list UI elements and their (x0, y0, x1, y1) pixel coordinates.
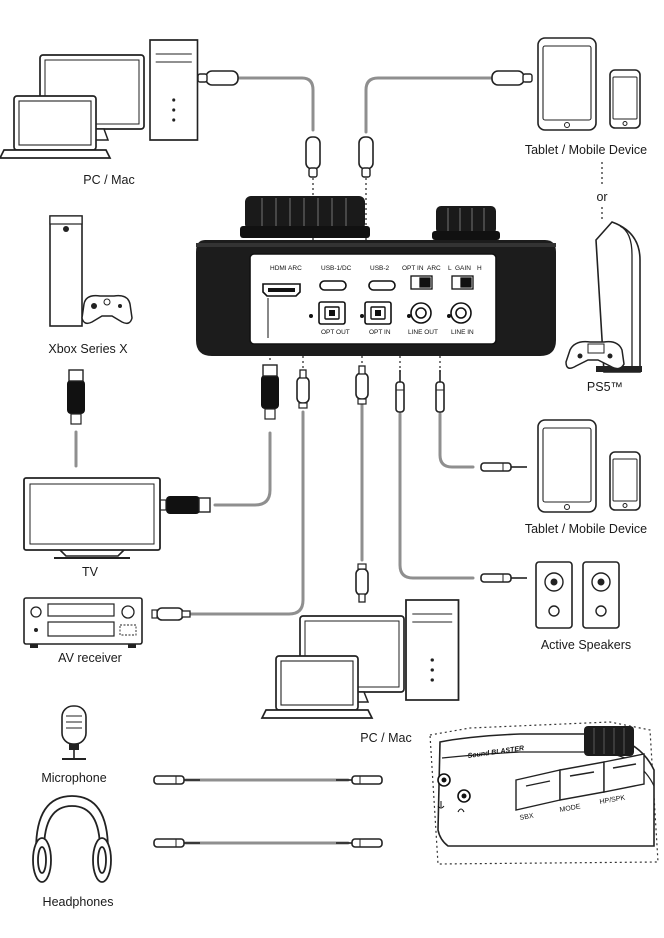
mic-knob-small (432, 206, 500, 240)
usbc-plug-usb1 (305, 136, 321, 178)
label-av-receiver: AV receiver (58, 651, 122, 665)
label-microphone: Microphone (41, 771, 107, 785)
jack-tablet-end (480, 462, 528, 472)
volume-knob-large (240, 196, 370, 238)
cables (74, 76, 502, 845)
pc-mac-top-icon (0, 39, 199, 159)
hdmi-plug-xbox (66, 369, 86, 425)
optical-plug-pc (355, 563, 369, 603)
label-gain: GAIN (455, 265, 471, 272)
label-headphones: Headphones (42, 895, 114, 909)
line-in-port (450, 302, 472, 324)
label-opt-in: OPT IN (369, 329, 391, 336)
tablet-mobile-top-icon (537, 37, 641, 131)
headphone-jack-front (457, 789, 471, 803)
label-opt-in-switch: OPT IN (402, 265, 424, 272)
label-tv: TV (82, 565, 98, 579)
label-mode: MODE (559, 803, 581, 814)
label-line-in: LINE IN (451, 329, 474, 336)
rear-panel (249, 253, 497, 345)
mic-symbol-icon (437, 801, 445, 809)
usbc-plug-tablet-end (491, 70, 533, 86)
front-panel-closeup: Sound BLASTER SBX MODE HP/SPK (429, 721, 659, 865)
label-arc-switch: ARC (427, 265, 441, 272)
jack-hp-left (153, 838, 201, 848)
usb-cable-pc (228, 76, 315, 132)
aux-cable-tablet (438, 412, 475, 469)
opt-in-port (364, 301, 392, 325)
usb-cable-tablet (364, 76, 502, 134)
jack-line-out (395, 369, 405, 413)
tv-icon (23, 477, 161, 559)
label-hp-spk: HP/SPK (599, 795, 626, 806)
headphones-icon (32, 795, 112, 883)
hdmi-plug-arc (260, 364, 280, 420)
headphone-symbol-icon (457, 808, 465, 813)
av-receiver-icon (23, 597, 143, 648)
hub-rear: HDMI ARC USB-1/DC USB-2 OPT IN ARC L GAI… (196, 196, 556, 356)
plugs (66, 70, 533, 848)
usb2-port (368, 280, 396, 291)
label-hdmi-arc: HDMI ARC (270, 265, 302, 272)
jack-speakers-end (480, 573, 528, 583)
label-pc-mac-bottom: PC / Mac (360, 731, 412, 745)
label-sbx: SBX (519, 813, 534, 822)
hdmi-cable-tv (213, 431, 272, 507)
label-gain-h: H (477, 265, 482, 272)
jack-hp-right (335, 838, 383, 848)
label-tablet-top: Tablet / Mobile Device (524, 143, 648, 157)
opt-arc-switch (410, 275, 433, 290)
optical-plug-opt-in (355, 365, 369, 405)
xbox-icon (49, 215, 133, 327)
line-out-port (410, 302, 432, 324)
opt-out-port (318, 301, 346, 325)
jack-mic-left (153, 775, 201, 785)
label-xbox: Xbox Series X (48, 342, 128, 356)
label-or: or (596, 190, 608, 204)
optical-plug-opt-out (296, 369, 310, 409)
optical-plug-av (151, 607, 191, 621)
microphone-icon (61, 705, 87, 760)
mic-jack-front (437, 773, 451, 787)
pc-mac-bottom-icon (261, 599, 460, 719)
label-tablet-mid: Tablet / Mobile Device (524, 522, 648, 536)
jack-line-in (435, 369, 445, 413)
usbc-plug-usb2 (358, 136, 374, 178)
label-ps5: PS5™ (586, 380, 624, 394)
label-line-out: LINE OUT (408, 329, 438, 336)
label-usb2: USB-2 (370, 265, 390, 272)
label-usb1: USB-1/DC (321, 265, 352, 272)
usb1-port (319, 280, 347, 291)
active-speakers-icon (535, 561, 620, 629)
hdmi-plug-tv (155, 495, 211, 515)
label-gain-l: L (448, 265, 452, 272)
hp-spk-button[interactable] (603, 753, 645, 793)
jack-mic-right (335, 775, 383, 785)
tablet-mobile-mid-icon (537, 419, 641, 513)
optical-cable-av (184, 410, 305, 616)
usbc-plug-pc-end (197, 70, 239, 86)
ps5-icon (565, 221, 642, 373)
gain-switch (451, 275, 474, 290)
aux-cable-speakers (398, 412, 475, 580)
label-opt-out: OPT OUT (321, 329, 350, 336)
label-active-speakers: Active Speakers (540, 638, 632, 652)
label-pc-mac-top: PC / Mac (83, 173, 135, 187)
